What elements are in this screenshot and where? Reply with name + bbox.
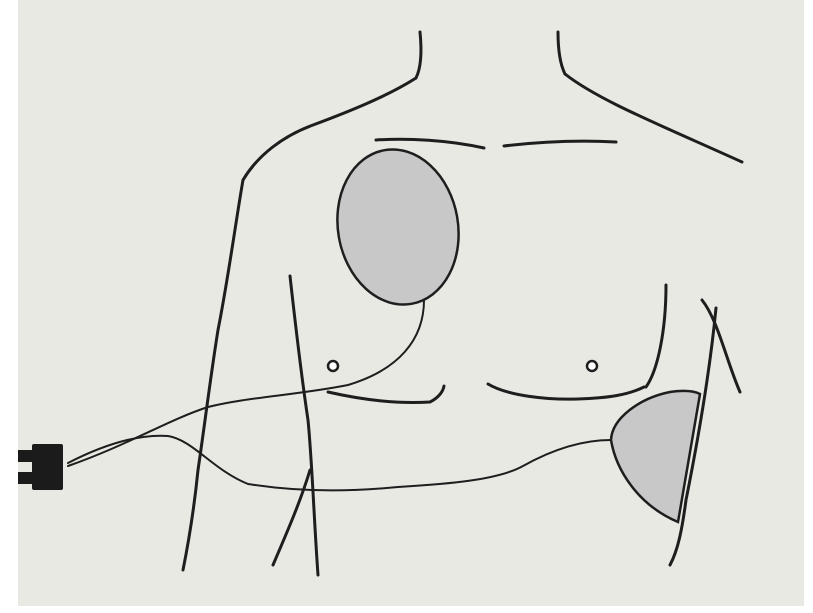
connector-pin-top bbox=[18, 450, 34, 462]
pad-placement-diagram bbox=[18, 0, 804, 606]
nipple-left bbox=[328, 361, 338, 371]
paper-sheet bbox=[18, 0, 804, 606]
nipple-right bbox=[587, 361, 597, 371]
connector-body bbox=[32, 444, 63, 490]
connector-pin-bottom bbox=[18, 472, 34, 484]
